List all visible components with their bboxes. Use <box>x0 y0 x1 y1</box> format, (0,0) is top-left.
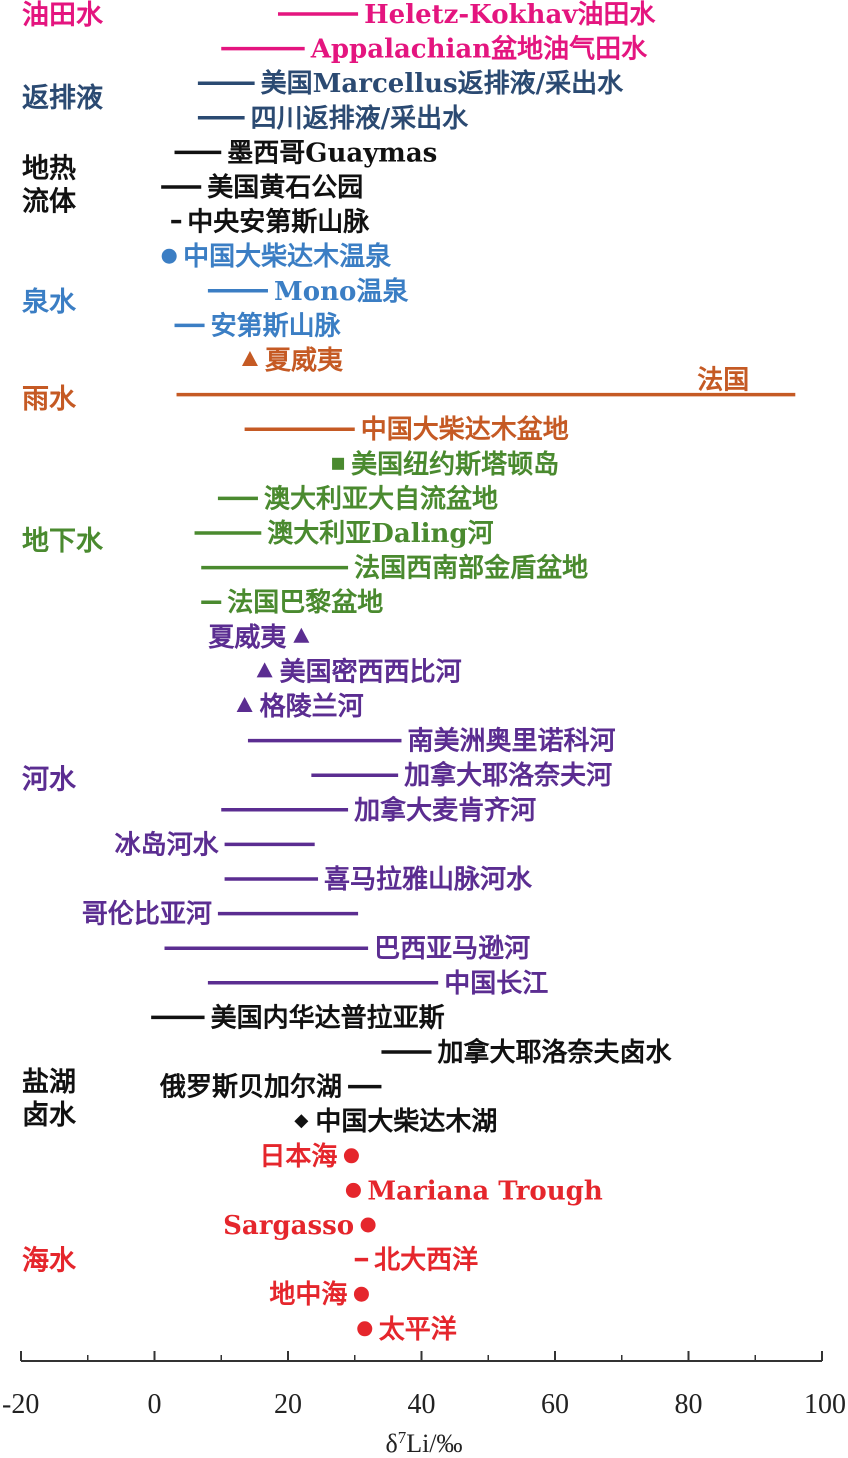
point-circle-35 <box>360 1217 376 1233</box>
item-label-13: 美国纽约斯塔顿岛 <box>351 449 559 480</box>
group-label-0: 油田水 <box>22 0 104 31</box>
item-label-34: Mariana Trough <box>367 1176 602 1206</box>
item-label-25: 喜马拉雅山脉河水 <box>324 864 533 895</box>
item-label-0: Heletz-Kokhav油田水 <box>364 0 656 30</box>
item-label-17: 法国巴黎盆地 <box>227 587 383 618</box>
group-label-4: 雨水 <box>22 384 77 415</box>
item-label-29: 美国内华达普拉亚斯 <box>211 1002 445 1033</box>
point-circle-37 <box>353 1286 369 1302</box>
x-tick-label-5: 80 <box>675 1389 703 1420</box>
group-label-7: 盐湖 <box>22 1067 76 1098</box>
item-label-16: 法国西南部金盾盆地 <box>354 553 588 584</box>
item-label-35: Sargasso <box>223 1211 354 1241</box>
item-label-19: 美国密西西比河 <box>280 656 462 687</box>
item-label-18: 夏威夷 <box>208 622 286 653</box>
item-label-30: 加拿大耶洛奈夫卤水 <box>438 1037 673 1068</box>
x-tick-label-0: -20 <box>2 1389 39 1420</box>
group-label-3: 泉水 <box>22 286 77 318</box>
item-label-12: 中国大柴达木盆地 <box>361 414 569 445</box>
item-label-9: 安第斯山脉 <box>211 310 342 341</box>
point-triangle-19 <box>256 662 273 678</box>
point-circle-33 <box>343 1148 359 1164</box>
group-label-5: 地下水 <box>22 526 104 557</box>
group-label-8: 海水 <box>22 1246 77 1277</box>
item-label-21: 南美洲奥里诺科河 <box>407 726 615 757</box>
item-label-3: 四川返排液/采出水 <box>251 104 469 134</box>
item-label-14: 澳大利亚大自流盆地 <box>264 483 498 514</box>
item-label-38: 太平洋 <box>379 1314 457 1345</box>
x-axis-label: δ7Li/‰ <box>385 1428 462 1458</box>
item-label-37: 地中海 <box>269 1280 347 1310</box>
item-label-15: 澳大利亚Daling河 <box>267 519 493 549</box>
item-label-22: 加拿大耶洛奈夫河 <box>404 760 612 791</box>
item-label-26: 哥伦比亚河 <box>82 899 212 930</box>
item-label-33: 日本海 <box>259 1142 337 1172</box>
item-label-11: 法国 <box>697 366 749 396</box>
point-circle-34 <box>345 1182 361 1198</box>
item-label-32: 中国大柴达木湖 <box>315 1107 497 1137</box>
x-tick-label-4: 60 <box>541 1389 569 1420</box>
group-label-1: 返排液 <box>22 83 103 114</box>
x-tick-label-2: 20 <box>274 1389 302 1420</box>
item-label-7: 中国大柴达木温泉 <box>183 241 392 272</box>
item-label-23: 加拿大麦肯齐河 <box>354 795 536 826</box>
item-label-1: Appalachian盆地油气田水 <box>310 34 648 65</box>
item-label-6: 中央安第斯山脉 <box>187 207 370 238</box>
x-tick-label-6: 100 <box>804 1389 846 1420</box>
item-label-10: 夏威夷 <box>265 345 343 376</box>
item-label-8: Mono温泉 <box>274 276 409 307</box>
point-triangle-20 <box>236 697 253 712</box>
item-label-2: 美国Marcellus返排液/采出水 <box>261 68 624 99</box>
group-label-2: 地热 <box>22 154 76 185</box>
group-label-2-line2: 流体 <box>22 187 77 218</box>
item-label-5: 美国黄石公园 <box>207 172 363 203</box>
x-tick-label-3: 40 <box>408 1389 436 1420</box>
group-label-6: 河水 <box>22 765 77 796</box>
point-square-13 <box>332 457 345 470</box>
item-label-28: 中国长江 <box>444 969 548 999</box>
range-items: Heletz-Kokhav油田水 Appalachian盆地油气田水美国Marce… <box>82 0 796 1345</box>
x-tick-label-1: 0 <box>148 1389 162 1420</box>
item-label-4: 墨西哥Guaymas <box>227 138 437 168</box>
group-label-7-line2: 卤水 <box>22 1100 77 1131</box>
item-label-24: 冰岛河水 <box>115 829 220 860</box>
point-diamond-32 <box>294 1114 309 1129</box>
point-triangle-10 <box>241 351 258 366</box>
x-axis: -20 0 20 40 60 80 100 δ7Li/‰ <box>2 1351 846 1458</box>
item-label-31: 俄罗斯贝加尔湖 <box>159 1072 342 1103</box>
item-label-27: 巴西亚马逊河 <box>374 934 530 964</box>
point-circle-38 <box>357 1321 373 1337</box>
point-triangle-18 <box>293 627 310 643</box>
item-label-20: 格陵兰河 <box>260 691 364 722</box>
point-circle-7 <box>161 248 177 264</box>
item-label-36: 北大西洋 <box>374 1245 478 1276</box>
